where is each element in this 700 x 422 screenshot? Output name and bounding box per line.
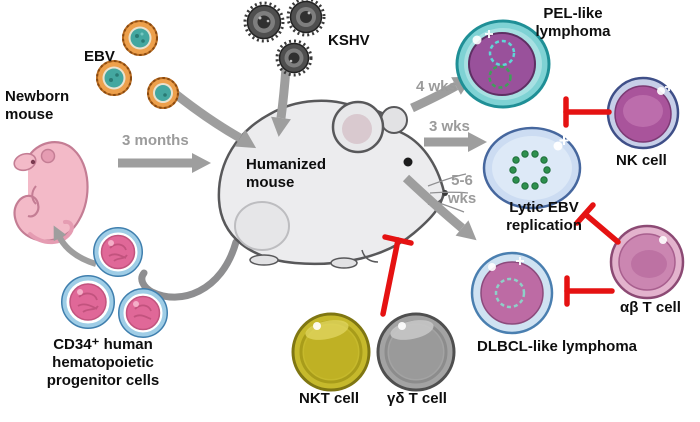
inhibition-lines-group — [380, 96, 621, 317]
dlbcl-lymphoma-cell — [470, 251, 554, 335]
cd34-cell — [118, 288, 168, 338]
kshv-virions — [243, 0, 326, 77]
ebv-virion — [122, 20, 158, 56]
five-six-wks-label-line2: wks — [447, 190, 477, 207]
newborn-mouse-label-line2: mouse — [5, 106, 54, 123]
arrowhead-3months — [192, 153, 211, 173]
arrow-5-6wks-to-dlbcl — [402, 174, 465, 232]
newborn-mouse-eye — [30, 159, 36, 165]
newborn-mouse-ear — [40, 148, 56, 164]
humanized-mouse-label: Humanized mouse — [246, 156, 326, 192]
cd34-label-line3: progenitor cells — [46, 372, 160, 389]
five-six-wks-label-line1: 5-6 — [451, 172, 473, 189]
kshv-label: KSHV — [328, 32, 370, 49]
nkt-cell-label: NKT cell — [299, 390, 360, 407]
inhibition-nkt-gd-to-arrow — [380, 234, 414, 317]
nk-cell-illustration — [606, 76, 680, 150]
nk-cell-label: NK cell — [616, 152, 667, 169]
newborn-mouse-tail — [28, 219, 74, 245]
pel-lymphoma-label-line2: lymphoma — [535, 23, 611, 40]
newborn-mouse-label: Newborn mouse — [5, 88, 69, 124]
humanized-mouse-inner-ear — [342, 114, 372, 144]
ebv-virion — [96, 60, 132, 96]
humanized-mouse-tail — [138, 238, 240, 301]
humanized-mouse-eye — [403, 157, 413, 167]
gd-t-cell-illustration — [376, 312, 456, 392]
ebv-virions — [96, 20, 179, 109]
ebv-virion — [147, 77, 179, 109]
gd-t-cell-label: γδ T cell — [387, 390, 447, 407]
lytic-ebv-label: Lytic EBV replication — [488, 199, 600, 235]
three-months-label: 3 months — [122, 132, 189, 149]
episome-icon — [494, 277, 526, 309]
newborn-mouse-label-line1: Newborn — [5, 88, 70, 105]
humanized-mouse-far-ear — [380, 106, 408, 134]
ab-t-cell-illustration — [609, 224, 685, 300]
ab-t-cell-label: αβ T cell — [620, 299, 681, 316]
ebv-virion-dots — [509, 150, 551, 190]
kshv-virion — [243, 1, 285, 43]
ebv-episome-icon — [488, 65, 512, 89]
pel-lymphoma-cell — [455, 19, 551, 109]
arrow-kshv-to-mouse — [276, 67, 291, 119]
cd34-label: CD34⁺ human hematopoietic progenitor cel… — [28, 336, 178, 390]
ebv-label: EBV — [84, 48, 115, 65]
humanized-mouse-label-line1: Humanized — [246, 156, 327, 173]
pel-lymphoma-label-line1: PEL-like — [543, 5, 603, 22]
cd34-label-line2: hematopoietic — [52, 354, 154, 371]
arrow-4wks-to-pel — [410, 82, 459, 113]
four-wks-label: 4 wks — [416, 78, 457, 95]
pel-lymphoma-label: PEL-like lymphoma — [518, 5, 628, 41]
humanized-mouse-front-foot — [330, 257, 358, 269]
humanized-mouse-front-leg — [361, 249, 379, 263]
dlbcl-label: DLBCL-like lymphoma — [477, 338, 638, 355]
five-six-wks-label: 5-6 wks — [442, 172, 482, 208]
arrowhead-3wks — [468, 132, 487, 152]
inhibition-abt-to-lytic — [574, 202, 621, 245]
kshv-virion — [286, 0, 326, 37]
kshv-virion — [275, 39, 313, 77]
humanized-mouse-label-line2: mouse — [246, 174, 295, 191]
arrowhead-5-6wks — [455, 220, 477, 241]
cd34-cell — [93, 227, 143, 277]
nkt-cell-illustration — [291, 312, 371, 392]
arrow-cd34-to-newborn — [57, 236, 97, 267]
newborn-mouse-illustration — [13, 141, 89, 245]
cd34-cells-illustration — [61, 227, 168, 338]
arrowhead-ebv — [234, 129, 257, 149]
humanized-mouse-nose — [442, 190, 448, 196]
arrowhead-cd34 — [53, 225, 67, 242]
inhibition-nk-to-pel — [563, 96, 612, 128]
humanized-mouse-haunch — [234, 201, 290, 251]
lytic-ebv-cell — [482, 126, 582, 210]
newborn-mouse-snout — [13, 152, 37, 172]
lytic-ebv-label-line1: Lytic EBV — [509, 199, 579, 216]
newborn-mouse-foreleg — [31, 185, 37, 205]
three-wks-label: 3 wks — [429, 118, 470, 135]
inhibition-abt-to-dlbcl — [564, 275, 615, 307]
humanized-mouse-illustration — [138, 99, 469, 301]
kshv-episome-icon — [488, 39, 516, 67]
cd34-label-line1: CD34⁺ human — [53, 336, 153, 353]
cd34-cell — [61, 275, 115, 329]
lytic-ebv-label-line2: replication — [506, 217, 582, 234]
arrowhead-kshv — [271, 116, 291, 137]
humanized-mouse-hind-foot — [249, 254, 279, 266]
